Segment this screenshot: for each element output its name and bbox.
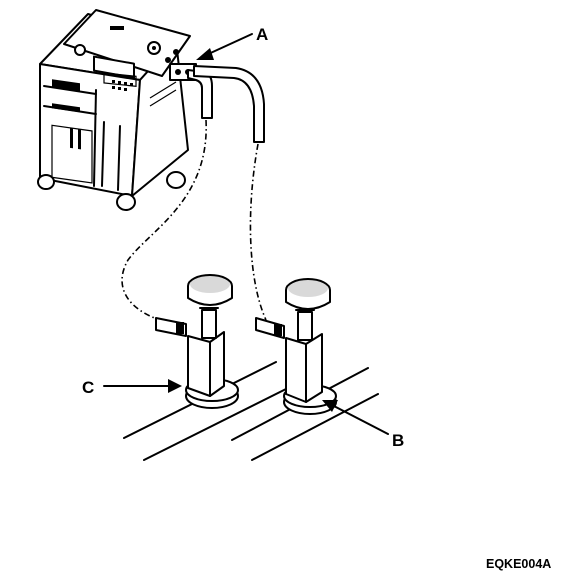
- callout-label-a: A: [256, 25, 268, 44]
- hose-to-jack-b: [249, 143, 267, 321]
- hose-assembly: [121, 65, 267, 321]
- callout-label-b: B: [392, 431, 404, 450]
- callout-a: A: [196, 25, 268, 60]
- test-console-cart: [37, 9, 197, 211]
- control-panel: [74, 26, 179, 91]
- jack-c: [155, 274, 239, 409]
- jack-b: [255, 278, 337, 415]
- figure-code: EQKE004A: [486, 557, 551, 571]
- floor-rails: [123, 361, 379, 461]
- callout-label-c: C: [82, 378, 94, 397]
- callout-c: C: [82, 378, 182, 397]
- hose-to-jack-c: [121, 119, 207, 321]
- callout-b: B: [322, 400, 404, 450]
